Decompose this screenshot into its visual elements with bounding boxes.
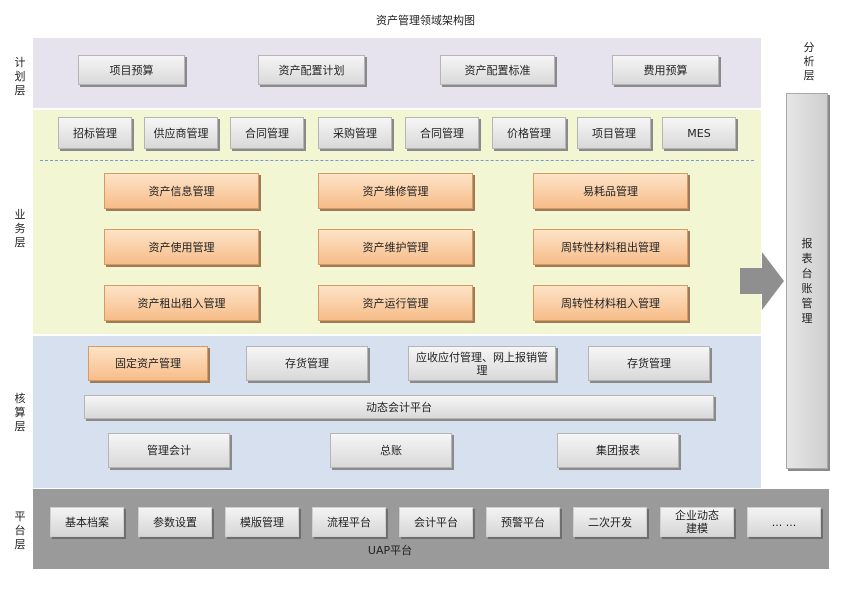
platform-box: 基本档案 <box>50 507 124 537</box>
layer-label-plan: 计划层 <box>14 56 26 97</box>
biz-main-box: 资产租出租入管理 <box>104 285 259 321</box>
biz-top-box: 供应商管理 <box>144 117 218 149</box>
platform-box: 企业动态建模 <box>660 507 734 537</box>
platform-box: 参数设置 <box>138 507 212 537</box>
acct-bottom-box: 管理会计 <box>108 433 230 468</box>
layer-label-business: 业务层 <box>14 208 26 249</box>
layer-label-accounting: 核算层 <box>14 392 26 433</box>
acct-box: 应收应付管理、网上报销管理 <box>408 346 556 381</box>
acct-platform-bar: 动态会计平台 <box>84 395 714 419</box>
platform-box: 预警平台 <box>486 507 560 537</box>
biz-top-box: 采购管理 <box>318 117 392 149</box>
biz-top-box: 项目管理 <box>577 117 651 149</box>
business-divider <box>40 160 754 161</box>
acct-box: 存货管理 <box>246 346 368 381</box>
plan-box: 资产配置计划 <box>258 55 365 85</box>
biz-top-box: 价格管理 <box>492 117 566 149</box>
biz-main-box: 周转性材料租出管理 <box>533 229 688 265</box>
biz-main-box: 资产维护管理 <box>318 229 473 265</box>
acct-box: 存货管理 <box>588 346 710 381</box>
uap-platform-label: UAP平台 <box>367 544 413 557</box>
biz-top-box: MES <box>662 117 736 149</box>
biz-main-box: 资产信息管理 <box>104 173 259 209</box>
biz-main-box: 资产运行管理 <box>318 285 473 321</box>
platform-box: ... ... <box>747 507 821 537</box>
biz-main-box: 资产使用管理 <box>104 229 259 265</box>
biz-main-box: 易耗品管理 <box>533 173 688 209</box>
plan-box: 项目预算 <box>78 55 185 85</box>
biz-top-box: 合同管理 <box>405 117 479 149</box>
right-arrow-icon <box>740 252 784 310</box>
analysis-box: 报表台账管理 <box>786 93 828 469</box>
layer-label-analysis: 分析层 <box>803 41 815 82</box>
platform-box: 模版管理 <box>225 507 299 537</box>
biz-top-box: 合同管理 <box>230 117 304 149</box>
platform-box: 会计平台 <box>399 507 473 537</box>
diagram-title: 资产管理领域架构图 <box>376 14 475 27</box>
acct-box: 固定资产管理 <box>88 346 208 381</box>
plan-box: 资产配置标准 <box>440 55 555 85</box>
platform-box: 流程平台 <box>312 507 386 537</box>
plan-box: 费用预算 <box>612 55 719 85</box>
biz-top-box: 招标管理 <box>58 117 132 149</box>
acct-bottom-box: 集团报表 <box>557 433 679 468</box>
analysis-box-label: 报表台账管理 <box>801 237 813 325</box>
biz-main-box: 周转性材料租入管理 <box>533 285 688 321</box>
biz-main-box: 资产维修管理 <box>318 173 473 209</box>
layer-label-platform: 平台层 <box>14 510 26 551</box>
platform-box: 二次开发 <box>573 507 647 537</box>
acct-bottom-box: 总账 <box>330 433 452 468</box>
